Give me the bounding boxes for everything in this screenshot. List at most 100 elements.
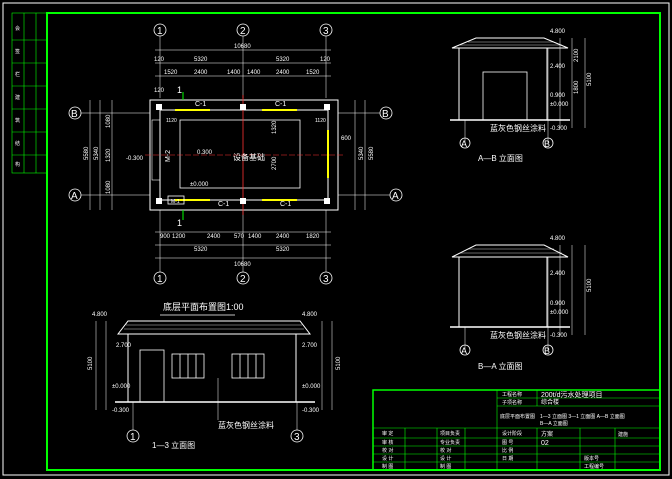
tb-review: 审 核 xyxy=(382,439,393,446)
dim-5100: 5100 xyxy=(587,72,593,86)
title-block: 工程名称 200t/d污水处理项目 子项名称 综合楼 底层平面布置图 1—3 立… xyxy=(372,389,661,471)
tb-project-value: 200t/d污水处理项目 xyxy=(541,390,602,399)
axis-3-top: 3 xyxy=(323,26,329,37)
sheet-inner-border xyxy=(46,12,661,471)
front-paint: 蓝灰色钢丝涂料 xyxy=(218,420,274,430)
dim-5340-right: 5340 xyxy=(359,146,365,160)
elev-0900: 0.900 xyxy=(550,93,566,99)
axis-b-left: B xyxy=(71,109,78,120)
dim-2400: 2400 xyxy=(207,234,221,240)
axis-2-top: 2 xyxy=(240,26,246,37)
elev-neg-left: -0.300 xyxy=(112,408,130,414)
tb-spec: 建施 xyxy=(618,431,628,438)
window-c1: C-1 xyxy=(218,201,229,208)
elev-0000-left: ±0.000 xyxy=(112,384,131,390)
dim-5100: 5100 xyxy=(587,278,593,292)
elev-ab-title: A—B 立面图 xyxy=(478,153,523,163)
elev-neg: -0.300 xyxy=(126,156,144,162)
strip-label: 会 xyxy=(15,25,20,32)
dim-5320: 5320 xyxy=(276,247,290,253)
strip-label: 构 xyxy=(15,161,20,168)
signature-strip xyxy=(11,12,48,174)
tb-sub-value: 综合楼 xyxy=(541,398,559,406)
elev-2400: 2.400 xyxy=(550,64,566,70)
dim-2400: 2400 xyxy=(276,70,290,76)
dim-1200: 1200 xyxy=(172,234,186,240)
tb-draw: 制 图 xyxy=(382,463,393,470)
dim-120: 120 xyxy=(320,57,331,63)
dim-120: 120 xyxy=(154,57,165,63)
elevation-ba: A B 蓝灰色钢丝涂料 B—A 立面图 4.800 2.400 0.900 ±0… xyxy=(450,236,593,371)
strip-label: 筑 xyxy=(15,117,20,124)
elev-4800: 4.800 xyxy=(550,236,566,242)
dim-total-bottom: 10680 xyxy=(234,262,251,268)
elev-4800-right: 4.800 xyxy=(302,312,318,318)
dim-1520: 1520 xyxy=(306,70,320,76)
axis-1-front: 1 xyxy=(130,432,136,443)
axis-a-elev2: A xyxy=(461,346,467,356)
elev-0300: 0.300 xyxy=(197,150,213,156)
plan-title: 底层平面布置图1:00 xyxy=(163,301,244,312)
dim-1080: 1080 xyxy=(106,114,112,128)
dim-1800: 1800 xyxy=(574,80,580,94)
dim-1520: 1520 xyxy=(164,70,178,76)
dim-5580-right: 5580 xyxy=(369,146,375,160)
dim-900: 900 xyxy=(160,234,171,240)
elev-ab-paint: 蓝灰色钢丝涂料 xyxy=(490,123,546,133)
elev-neg-right: -0.300 xyxy=(302,408,320,414)
tb-scale-label: 比 例 xyxy=(502,447,513,454)
tb-draw2: 制 图 xyxy=(440,463,451,470)
axis-a-right: A xyxy=(392,191,399,202)
axis-1-top: 1 xyxy=(157,26,163,37)
tb-drawing-name: 底层平面布置图 xyxy=(500,413,535,420)
axis-b-right: B xyxy=(382,109,389,120)
dim-1400: 1400 xyxy=(247,70,261,76)
axis-2-bottom: 2 xyxy=(240,274,246,285)
dim-2700: 2700 xyxy=(272,156,278,170)
elev-ba-paint: 蓝灰色钢丝涂料 xyxy=(490,330,546,340)
elev-2700-right: 2.700 xyxy=(302,343,318,349)
dim-1400: 1400 xyxy=(248,234,262,240)
elev-2400: 2.400 xyxy=(550,271,566,277)
equipment-base xyxy=(179,119,301,189)
axis-3-front: 3 xyxy=(294,432,300,443)
elev-ba-title: B—A 立面图 xyxy=(478,361,522,371)
dim-1320-b: 1320 xyxy=(272,120,278,134)
elevation-front: 1 3 蓝灰色钢丝涂料 1—3 立面图 4.800 2.700 ±0.000 -… xyxy=(88,312,342,450)
door-m1 xyxy=(167,195,185,205)
strip-label: 栏 xyxy=(15,71,20,78)
tb-drawing-list: 1—3 立面图 3—1 立面图 A—B 立面图 xyxy=(540,413,625,420)
elev-0000: ±0.000 xyxy=(550,102,569,108)
dim-5340-left: 5340 xyxy=(94,146,100,160)
strip-label: 结 xyxy=(15,140,20,147)
window-c1: C-1 xyxy=(280,201,291,208)
dim-5320: 5320 xyxy=(276,57,290,63)
dim-2400: 2400 xyxy=(194,70,208,76)
axis-1-bottom: 1 xyxy=(157,274,163,285)
section-mark-top: 1 xyxy=(177,85,182,95)
stair-block xyxy=(151,119,161,181)
strip-label: 建 xyxy=(15,94,20,101)
axis-a-left: A xyxy=(71,191,78,202)
floor-plan: 1 2 3 1 2 3 B A B A xyxy=(68,23,403,285)
door-m2-label: M-2 xyxy=(165,150,172,162)
room-name: 设备基础 xyxy=(233,152,265,162)
dim-120: 120 xyxy=(154,88,165,94)
tb-num-value: 02 xyxy=(541,440,549,447)
dim-5100-left: 5100 xyxy=(88,356,94,370)
window-c1: C-1 xyxy=(195,101,206,108)
dim-1020: 1080 xyxy=(106,180,112,194)
tb-date-label: 日 期 xyxy=(502,456,513,462)
tb-stage-label: 设计阶段 xyxy=(502,430,522,437)
front-title: 1—3 立面图 xyxy=(152,440,195,450)
dim-total-top: 10680 xyxy=(234,44,251,50)
tb-approve: 审 定 xyxy=(382,430,393,437)
tb-project-label: 工程名称 xyxy=(502,391,522,398)
tb-ver: 版本号 xyxy=(584,455,599,462)
dim-600: 600 xyxy=(341,136,352,142)
elev-neg: -0.300 xyxy=(550,126,568,132)
tb-design2: 设 计 xyxy=(440,455,451,462)
tb-check: 校 对 xyxy=(382,447,393,454)
elevation-ab: A B 蓝灰色钢丝涂料 A—B 立面图 4.800 2.400 0.900 ±0… xyxy=(450,29,593,163)
